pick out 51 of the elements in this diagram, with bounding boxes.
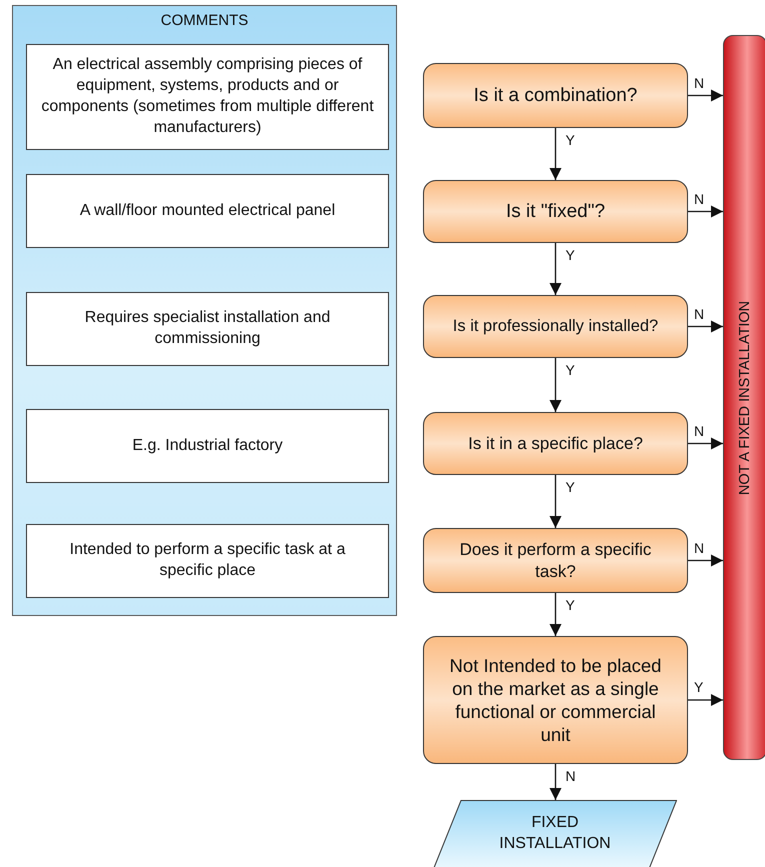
edge-label: N bbox=[694, 424, 704, 438]
comment-box bbox=[26, 409, 389, 483]
arrow bbox=[688, 206, 723, 218]
comment-box bbox=[26, 292, 389, 366]
edge-label: Y bbox=[566, 363, 575, 377]
node-text: Is it "fixed"? bbox=[506, 200, 606, 224]
node-text: Is it a combination? bbox=[474, 84, 638, 108]
comment-box bbox=[26, 524, 389, 598]
edge-label: Y bbox=[566, 133, 575, 147]
edge-label: Y bbox=[566, 248, 575, 262]
decision-box bbox=[423, 63, 688, 128]
arrow bbox=[688, 694, 723, 706]
outcome-bar bbox=[723, 35, 765, 760]
edge-label: N bbox=[694, 540, 704, 554]
node-text: Intended to perform a specific task at a specific place bbox=[68, 540, 346, 581]
edge-label: Y bbox=[694, 680, 704, 694]
decision-box bbox=[423, 412, 688, 475]
arrow bbox=[688, 554, 723, 566]
arrow bbox=[550, 358, 562, 412]
node-text: FIXED INSTALLATION bbox=[498, 812, 612, 854]
arrow bbox=[550, 593, 562, 636]
decision-box bbox=[423, 528, 688, 593]
node-text: An electrical assembly comprising pieces of equipment, systems, products and or components (sometimes from multiple different manufacturers) bbox=[41, 55, 374, 138]
arrow bbox=[550, 475, 562, 528]
comment-box bbox=[26, 174, 389, 248]
node-text: A wall/floor mounted electrical panel bbox=[80, 200, 336, 221]
edge-label: N bbox=[694, 306, 704, 320]
arrow bbox=[688, 320, 723, 332]
node-text: Is it in a specific place? bbox=[468, 432, 643, 454]
arrow bbox=[550, 128, 562, 180]
arrow bbox=[688, 90, 723, 102]
node-text: Not Intended to be placed on the market as a single functional or commercial unit bbox=[448, 654, 662, 746]
edge-label: Y bbox=[566, 480, 575, 494]
bar-label: NOT A FIXED INSTALLATION bbox=[737, 300, 753, 495]
edge-label: N bbox=[566, 769, 576, 783]
node-text: E.g. Industrial factory bbox=[132, 436, 283, 456]
edge-label: N bbox=[694, 192, 704, 206]
node-text: Is it professionally installed? bbox=[452, 316, 658, 337]
node-text: Requires specialist installation and commissioning bbox=[84, 308, 332, 349]
arrow bbox=[688, 438, 723, 450]
edge-label: Y bbox=[566, 598, 575, 612]
decision-box bbox=[423, 295, 688, 358]
panel-heading: COMMENTS bbox=[160, 12, 250, 29]
arrow bbox=[550, 243, 562, 295]
comments-panel bbox=[12, 5, 397, 616]
decision-box bbox=[423, 636, 688, 764]
edge-label: N bbox=[694, 76, 704, 90]
comment-box bbox=[26, 44, 389, 150]
decision-box bbox=[423, 180, 688, 243]
arrow bbox=[550, 764, 562, 800]
node-text: Does it perform a specific task? bbox=[458, 539, 652, 582]
